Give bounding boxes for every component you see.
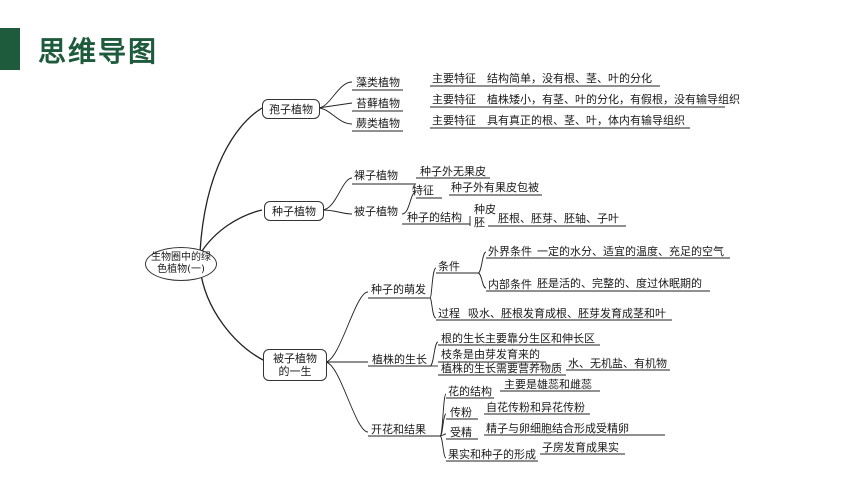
node-gymnosperm: 裸子植物 [354, 169, 398, 182]
text-moss-desc: 植株矮小，有茎、叶的分化，有假根，没有输导组织 [487, 93, 740, 106]
node-angiosperm-life-label: 被子植物的一生 [273, 352, 317, 378]
text-fern-desc: 具有真正的根、茎、叶，体内有输导组织 [487, 114, 685, 127]
label-external-conditions: 外界条件 [488, 245, 532, 258]
node-plant-growth: 植株的生长 [372, 353, 427, 366]
node-angiosperm: 被子植物 [354, 205, 398, 218]
node-germination: 种子的萌发 [371, 283, 426, 296]
text-feature-desc: 种子外有果皮包被 [451, 181, 539, 194]
text-embryo-desc: 胚根、胚芽、胚轴、子叶 [498, 212, 619, 225]
label-process: 过程 [438, 307, 460, 320]
text-growth-branch: 枝条是由芽发育来的 [441, 348, 540, 361]
label-embryo: 胚 [474, 216, 485, 229]
text-algae-desc: 结构简单，没有根、茎、叶的分化 [487, 72, 652, 85]
text-fertilization-desc: 精子与卵细胞结合形成受精卵 [486, 422, 629, 435]
label-feature: 特征 [412, 184, 434, 197]
text-growth-nutrients: 植株的生长需要营养物质 [441, 362, 562, 375]
text-gymnosperm-desc: 种子外无果皮 [420, 165, 486, 178]
label-fertilization: 受精 [450, 426, 472, 439]
text-flower-structure-desc: 主要是雄蕊和雌蕊 [504, 378, 592, 391]
label-moss-key: 主要特征 [432, 93, 476, 106]
node-fern: 蕨类植物 [356, 117, 400, 130]
node-algae: 藻类植物 [356, 76, 400, 89]
mindmap-root: 生物圈中的绿色植物(一) [145, 247, 217, 281]
label-pollination: 传粉 [450, 406, 472, 419]
text-external-desc: 一定的水分、适宜的温度、充足的空气 [537, 245, 724, 258]
text-pollination-desc: 自花传粉和异花传粉 [486, 401, 585, 414]
label-internal-conditions: 内部条件 [488, 278, 532, 291]
node-moss: 苔藓植物 [356, 97, 400, 110]
page-title: 思维导图 [38, 35, 159, 68]
node-spore-plants: 孢子植物 [262, 99, 320, 119]
text-process-desc: 吸水、胚根发育成根、胚芽发育成茎和叶 [468, 307, 666, 320]
node-angiosperm-life: 被子植物的一生 [263, 349, 327, 381]
node-seed-plants: 种子植物 [264, 201, 324, 221]
label-fern-key: 主要特征 [432, 114, 476, 127]
label-algae-key: 主要特征 [432, 72, 476, 85]
text-internal-desc: 胚是活的、完整的、度过休眠期的 [537, 277, 702, 290]
label-fruit-seed-formation: 果实和种子的形成 [448, 448, 536, 461]
text-nutrients-desc: 水、无机盐、有机物 [568, 357, 667, 370]
text-fruit-formation-desc: 子房发育成果实 [542, 441, 619, 454]
text-growth-root: 根的生长主要靠分生区和伸长区 [441, 332, 595, 345]
node-flower-fruit: 开花和结果 [371, 423, 426, 436]
title-accent-bar [0, 28, 20, 70]
label-seed-coat: 种皮 [474, 203, 496, 216]
label-seed-structure: 种子的结构 [407, 211, 462, 224]
label-conditions: 条件 [438, 260, 460, 273]
label-flower-structure: 花的结构 [448, 385, 492, 398]
